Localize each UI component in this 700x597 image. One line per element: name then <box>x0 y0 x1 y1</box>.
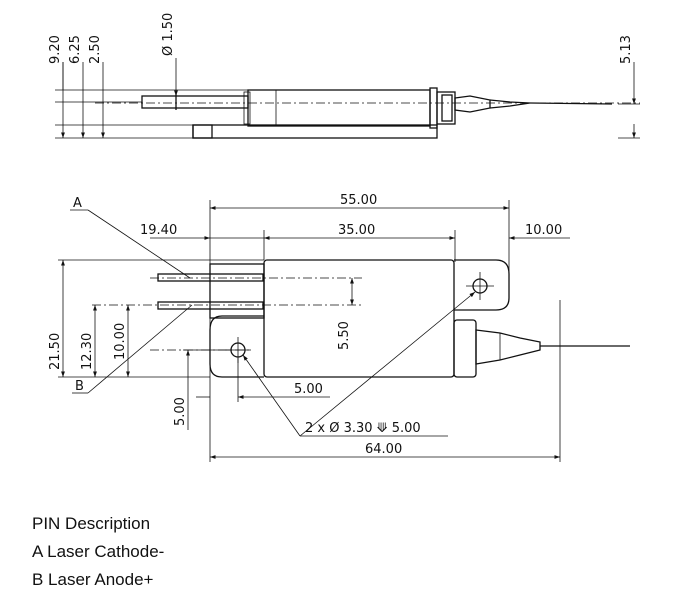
side-body <box>247 89 431 127</box>
dim-35-00: 35.00 <box>338 223 375 238</box>
left-mount-tab <box>209 315 264 378</box>
dim-hole-callout: 2 x Ø 3.30 ⟱ 5.00 <box>305 421 421 436</box>
dim-5-13: 5.13 <box>619 35 634 64</box>
side-fiber-boot <box>454 95 491 113</box>
dim-10-00-right: 10.00 <box>525 223 562 238</box>
side-view: 9.20 6.25 2.50 Ø 1.50 5.13 <box>48 13 640 139</box>
right-mount-tab <box>454 259 510 311</box>
dim-21-50: 21.50 <box>48 333 63 370</box>
body-outline <box>263 259 455 378</box>
dim-6-25: 6.25 <box>68 35 83 64</box>
pin-b-description: B Laser Anode+ <box>32 570 154 589</box>
pin-description: PIN Description A Laser Cathode- B Laser… <box>32 510 164 594</box>
dim-pin-diameter: Ø 1.50 <box>161 13 176 56</box>
dim-10-00: 10.00 <box>113 323 128 360</box>
dim-64-00: 64.00 <box>365 442 402 457</box>
callout-a: A <box>73 196 82 211</box>
dim-12-30: 12.30 <box>80 333 95 370</box>
side-base-tab <box>192 124 213 139</box>
pin-description-title: PIN Description <box>32 514 151 533</box>
pin-a-description: A Laser Cathode- <box>32 542 165 561</box>
callout-b: B <box>75 379 84 394</box>
top-view: 55.00 19.40 35.00 10.00 <box>48 193 630 462</box>
dim-9-20: 9.20 <box>48 35 63 64</box>
side-pin <box>141 95 249 109</box>
fiber-boot <box>475 329 541 365</box>
dim-19-40: 19.40 <box>140 223 177 238</box>
mechanical-drawing: 9.20 6.25 2.50 Ø 1.50 5.13 55.00 19.40 3… <box>48 13 640 462</box>
dim-55-00: 55.00 <box>340 193 377 208</box>
dim-5-00-horizontal: 5.00 <box>294 382 323 397</box>
dim-5-00-vertical: 5.00 <box>173 397 188 426</box>
dim-5-50: 5.50 <box>337 321 352 350</box>
dim-2-50: 2.50 <box>88 35 103 64</box>
